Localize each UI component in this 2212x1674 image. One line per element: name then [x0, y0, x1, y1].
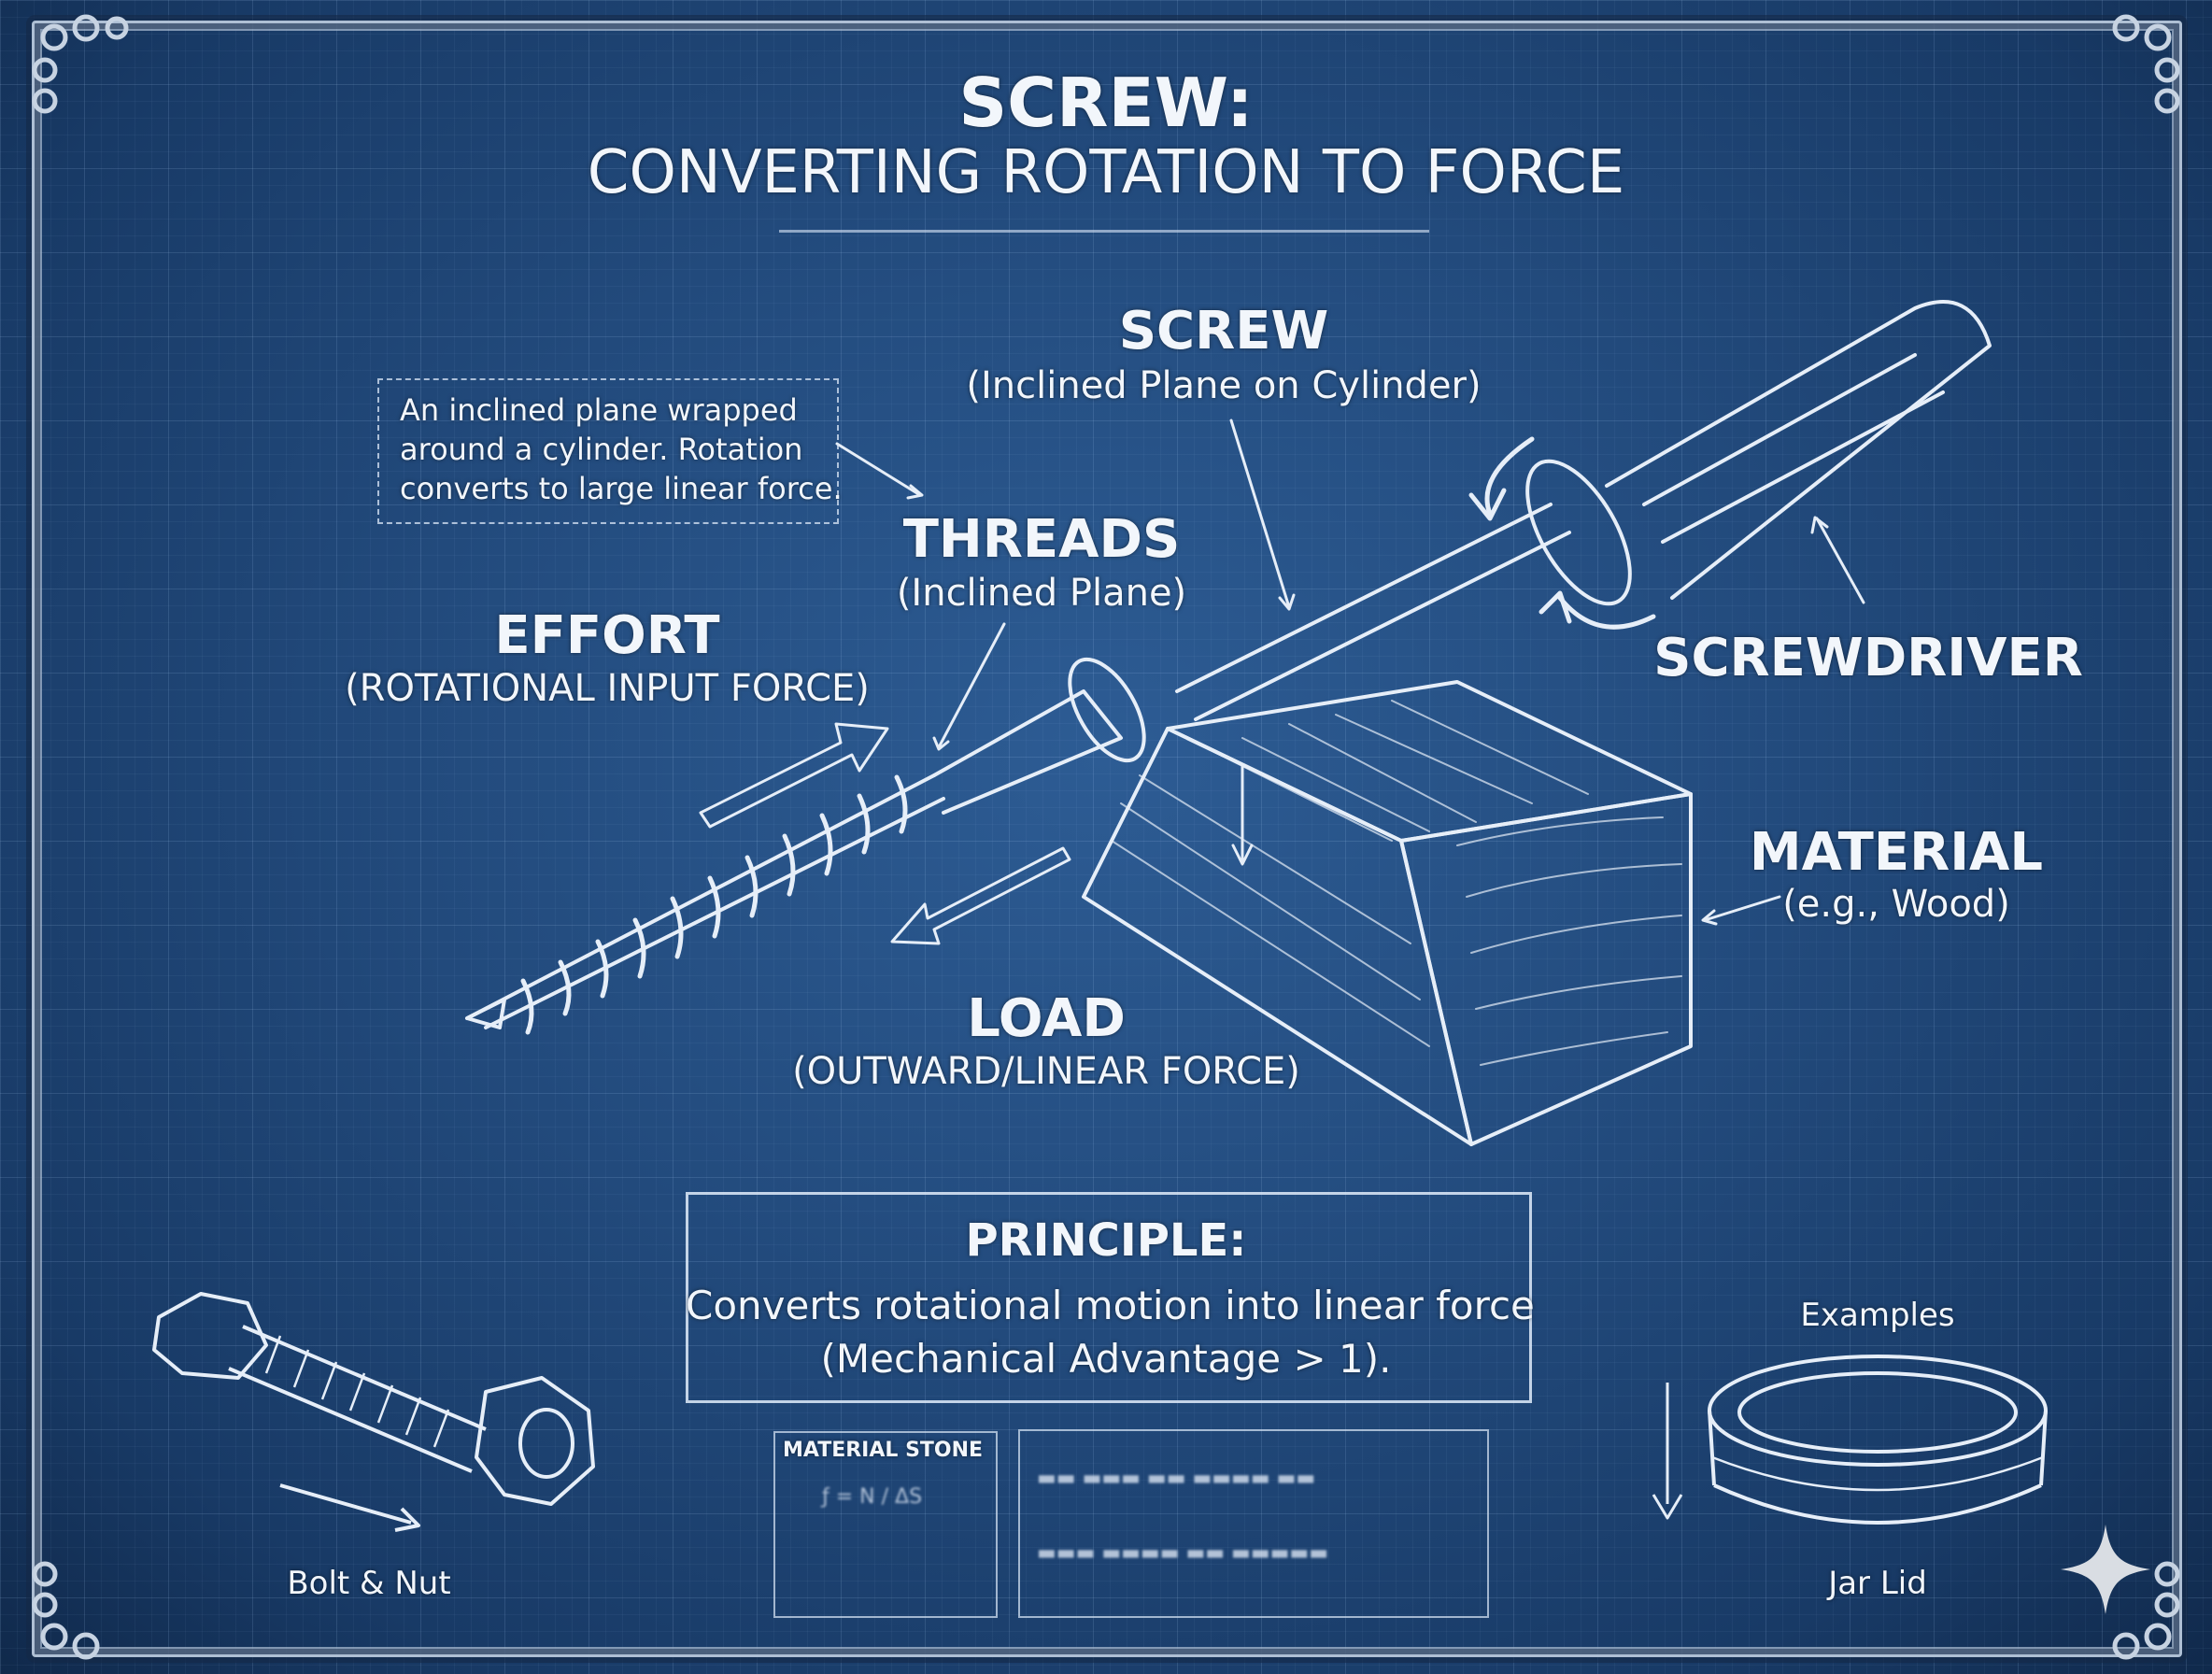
principle-line-1: Converts rotational motion into linear f…	[686, 1283, 1535, 1328]
screwdriver-icon	[1175, 300, 1992, 721]
mini-panel-material	[773, 1431, 998, 1618]
label-effort-sub: (ROTATIONAL INPUT FORCE)	[345, 667, 870, 710]
title-underline	[779, 230, 1429, 233]
effort-arrow-icon	[699, 722, 889, 829]
screw-icon	[465, 657, 1146, 1035]
down-arrow-icon	[1652, 1383, 1683, 1520]
ornate-frame	[32, 21, 2182, 1657]
label-threads-title: THREADS	[902, 509, 1181, 570]
label-material-sub: (e.g., Wood)	[1782, 883, 2010, 926]
mini-panel-formula: ƒ = N / ΔS	[822, 1485, 923, 1509]
label-effort-title: EFFORT	[494, 605, 720, 666]
wood-block-icon	[1082, 680, 1693, 1146]
examples-heading: Examples	[1800, 1297, 1955, 1334]
label-load-sub: (OUTWARD/LINEAR FORCE)	[792, 1050, 1300, 1093]
callout-line: converts to large linear force.	[400, 471, 843, 506]
page-subtitle: CONVERTING ROTATION TO FORCE	[587, 138, 1625, 207]
load-arrow-icon	[890, 846, 1071, 945]
callout-box	[377, 378, 839, 524]
callout-line: around a cylinder. Rotation	[400, 432, 803, 467]
principle-line-2: (Mechanical Advantage > 1).	[820, 1336, 1392, 1382]
mini-panel-text: ▬▬▬ ▬▬▬▬ ▬▬ ▬▬▬▬▬	[1037, 1541, 1328, 1565]
label-screw-title: SCREW	[1118, 301, 1329, 362]
mini-panel-material-title: MATERIAL STONE	[783, 1439, 984, 1462]
mini-panel-notes	[1018, 1429, 1489, 1618]
callout-text: An inclined plane wrapped around a cylin…	[400, 390, 843, 508]
page-title: SCREW:	[958, 64, 1254, 142]
principle-box	[686, 1192, 1532, 1403]
label-threads-sub: (Inclined Plane)	[896, 572, 1187, 615]
bolt-nut-icon	[152, 1292, 595, 1532]
label-screw-sub: (Inclined Plane on Cylinder)	[966, 364, 1482, 407]
label-screwdriver: SCREWDRIVER	[1653, 628, 2083, 688]
example-label-bolt-nut: Bolt & Nut	[287, 1565, 451, 1602]
principle-heading: PRINCIPLE:	[965, 1214, 1247, 1267]
sparkle-icon	[2061, 1525, 2150, 1614]
mini-panel-text: ▬▬ ▬▬▬ ▬▬ ▬▬▬▬ ▬▬	[1037, 1467, 1316, 1490]
jar-lid-icon	[1708, 1355, 2048, 1525]
example-label-jar-lid: Jar Lid	[1828, 1565, 1927, 1602]
label-material-title: MATERIAL	[1749, 822, 2044, 883]
label-load-title: LOAD	[967, 988, 1126, 1049]
callout-line: An inclined plane wrapped	[400, 392, 798, 428]
